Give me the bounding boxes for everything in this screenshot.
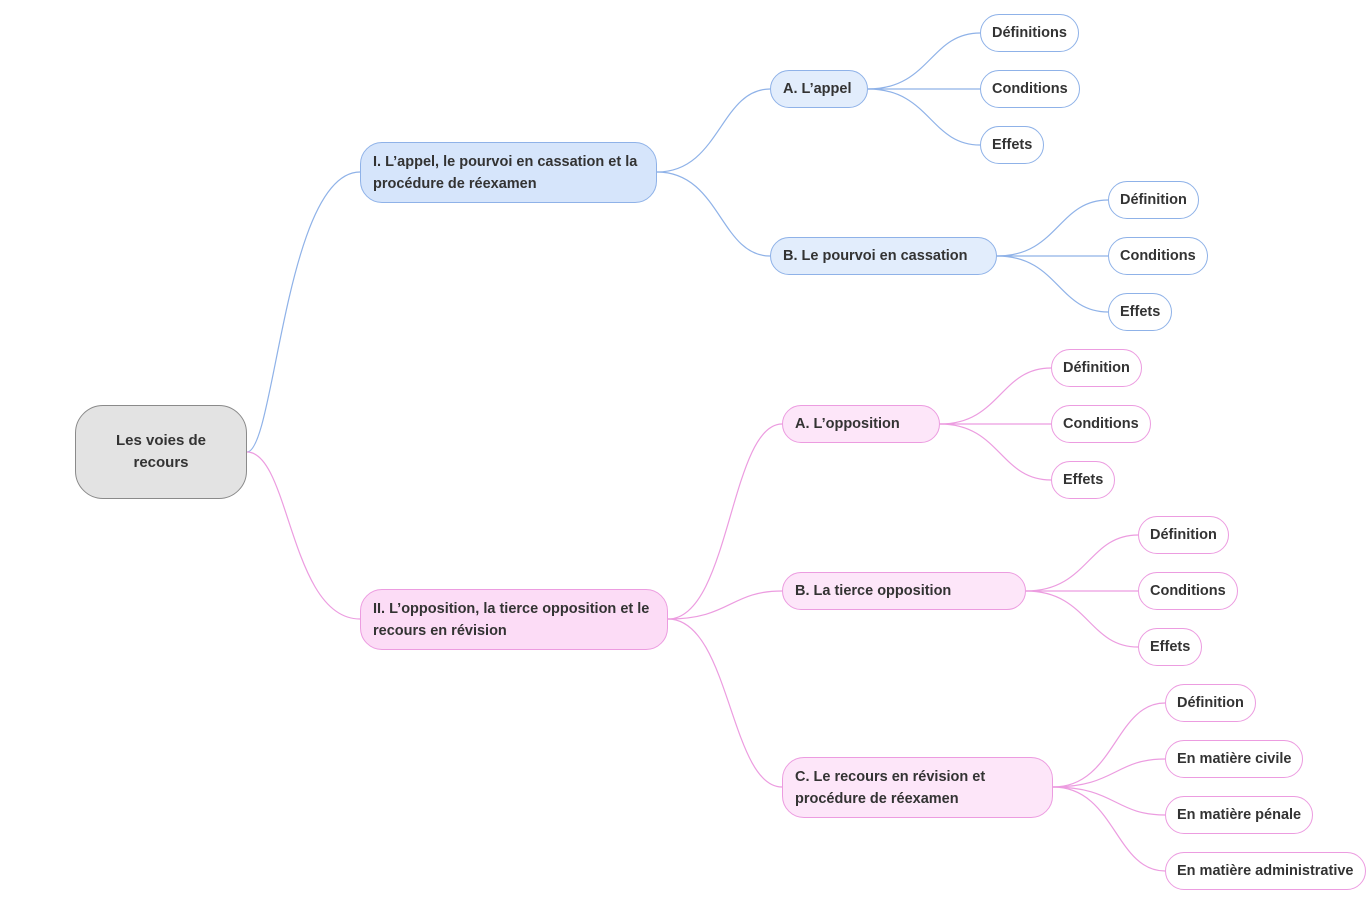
leaf-2a-1[interactable]: Définition bbox=[1051, 349, 1142, 387]
branch-2c-node[interactable]: C. Le recours en révision et procédure d… bbox=[782, 757, 1053, 818]
connector-branch1-a bbox=[656, 88, 771, 173]
root-node[interactable]: Les voies de recours bbox=[75, 405, 247, 499]
connector-b2b-leaf3 bbox=[1025, 590, 1139, 648]
branch-2b-label: B. La tierce opposition bbox=[795, 583, 952, 599]
connector-branch2-c bbox=[667, 618, 783, 788]
leaf-2c-3[interactable]: En matière pénale bbox=[1165, 796, 1314, 834]
connector-root-branch1 bbox=[246, 171, 361, 453]
leaf-2b-2-label: Conditions bbox=[1150, 583, 1226, 599]
leaf-2c-2-label: En matière civile bbox=[1177, 751, 1292, 767]
leaf-1a-2[interactable]: Conditions bbox=[980, 70, 1080, 108]
connector-b2c-leaf2 bbox=[1052, 758, 1166, 788]
leaf-2c-1-label: Définition bbox=[1177, 695, 1244, 711]
leaf-2a-2-label: Conditions bbox=[1063, 416, 1139, 432]
connector-b1a-leaf3 bbox=[867, 88, 981, 146]
leaf-2b-3-label: Effets bbox=[1150, 639, 1191, 655]
connector-b2a-leaf3 bbox=[939, 423, 1052, 481]
leaf-1a-2-label: Conditions bbox=[992, 81, 1068, 97]
leaf-2b-1[interactable]: Définition bbox=[1138, 516, 1229, 554]
connector-b1b-leaf1 bbox=[996, 199, 1109, 257]
leaf-2c-4[interactable]: En matière administrative bbox=[1165, 852, 1366, 890]
leaf-2b-3[interactable]: Effets bbox=[1138, 628, 1203, 666]
branch-1-node[interactable]: I. L’appel, le pourvoi en cassation et l… bbox=[360, 142, 657, 203]
connector-branch2-b bbox=[667, 590, 783, 620]
leaf-1a-3[interactable]: Effets bbox=[980, 126, 1045, 164]
branch-1b-label: B. Le pourvoi en cassation bbox=[783, 248, 968, 264]
leaf-2a-2[interactable]: Conditions bbox=[1051, 405, 1151, 443]
leaf-2c-4-label: En matière administrative bbox=[1177, 863, 1354, 879]
branch-2b-node[interactable]: B. La tierce opposition bbox=[782, 572, 1026, 610]
leaf-2b-1-label: Définition bbox=[1150, 527, 1217, 543]
connector-b2c-leaf3 bbox=[1052, 786, 1166, 816]
leaf-1b-3-label: Effets bbox=[1120, 304, 1161, 320]
leaf-1a-1-label: Définitions bbox=[992, 25, 1067, 41]
connector-branch2-a bbox=[667, 423, 783, 620]
connector-b1a-leaf1 bbox=[867, 32, 981, 90]
leaf-1b-2[interactable]: Conditions bbox=[1108, 237, 1208, 275]
leaf-2a-3[interactable]: Effets bbox=[1051, 461, 1116, 499]
leaf-2a-3-label: Effets bbox=[1063, 472, 1104, 488]
leaf-1b-2-label: Conditions bbox=[1120, 248, 1196, 264]
leaf-1b-1[interactable]: Définition bbox=[1108, 181, 1199, 219]
leaf-1b-1-label: Définition bbox=[1120, 192, 1187, 208]
branch-1a-label: A. L’appel bbox=[783, 81, 852, 97]
branch-1b-node[interactable]: B. Le pourvoi en cassation bbox=[770, 237, 997, 275]
branch-2a-node[interactable]: A. L’opposition bbox=[782, 405, 940, 443]
branch-2-node[interactable]: II. L’opposition, la tierce opposition e… bbox=[360, 589, 668, 650]
branch-1a-node[interactable]: A. L’appel bbox=[770, 70, 868, 108]
leaf-1a-3-label: Effets bbox=[992, 137, 1033, 153]
leaf-1a-1[interactable]: Définitions bbox=[980, 14, 1079, 52]
root-node-label: Les voies de recours bbox=[115, 432, 207, 471]
leaf-2c-1[interactable]: Définition bbox=[1165, 684, 1256, 722]
leaf-2a-1-label: Définition bbox=[1063, 360, 1130, 376]
branch-2c-label: C. Le recours en révision et procédure d… bbox=[795, 768, 986, 807]
leaf-2b-2[interactable]: Conditions bbox=[1138, 572, 1238, 610]
leaf-2c-2[interactable]: En matière civile bbox=[1165, 740, 1304, 778]
leaf-2c-3-label: En matière pénale bbox=[1177, 807, 1302, 823]
connector-b2b-leaf1 bbox=[1025, 534, 1139, 592]
connector-b1b-leaf3 bbox=[996, 255, 1109, 313]
leaf-1b-3[interactable]: Effets bbox=[1108, 293, 1173, 331]
connector-b2a-leaf1 bbox=[939, 367, 1052, 425]
branch-2a-label: A. L’opposition bbox=[795, 416, 900, 432]
connector-root-branch2 bbox=[246, 451, 361, 620]
connector-b2c-leaf4 bbox=[1052, 786, 1166, 872]
branch-1-label: I. L’appel, le pourvoi en cassation et l… bbox=[373, 153, 638, 192]
connector-branch1-b bbox=[656, 171, 771, 257]
connector-b2c-leaf1 bbox=[1052, 702, 1166, 788]
branch-2-label: II. L’opposition, la tierce opposition e… bbox=[373, 600, 650, 639]
